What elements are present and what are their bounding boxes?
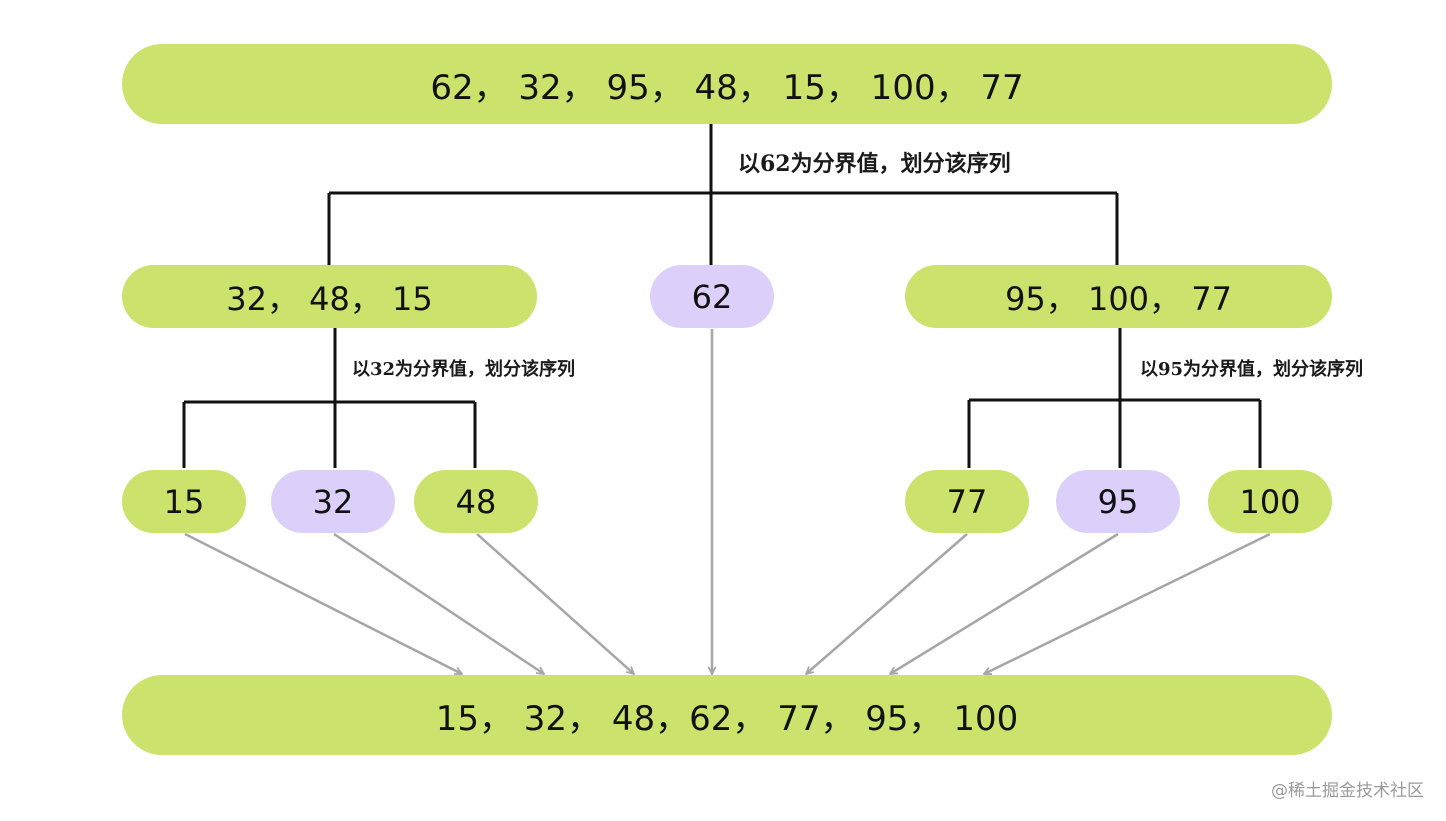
pivot-text-95: 95 (1097, 482, 1139, 521)
pivot-text-62: 62 (691, 277, 733, 316)
sorted-result-text: 15， 32， 48，62， 77， 95， 100 (435, 698, 1019, 739)
merge-arrow (890, 532, 1119, 676)
merge-arrow (184, 532, 462, 676)
right-partition-text: 95， 100， 77 (1005, 279, 1232, 318)
leaf-box-15: 15 (122, 470, 246, 533)
pivot-box-32: 32 (271, 470, 395, 533)
leaf-text: 100 (1239, 482, 1301, 521)
leaf-box-100: 100 (1208, 470, 1332, 533)
left-split-lines (182, 328, 477, 468)
root-split-label: 以62为分界值，划分该序列 (738, 151, 1011, 177)
right-partition-box: 95， 100， 77 (905, 265, 1332, 328)
watermark: @稀土掘金技术社区 (1271, 781, 1424, 801)
leaf-text: 48 (455, 482, 497, 521)
left-split-label: 以32为分界值，划分该序列 (352, 359, 576, 380)
sorted-result-box: 15， 32， 48，62， 77， 95， 100 (122, 675, 1332, 755)
pivot-box-62: 62 (650, 265, 774, 328)
root-split-lines (327, 124, 1119, 265)
leaf-text: 77 (946, 482, 988, 521)
merge-arrow (333, 532, 544, 674)
leaf-box-77: 77 (905, 470, 1029, 533)
left-partition-box: 32， 48， 15 (122, 265, 537, 328)
pivot-box-95: 95 (1056, 470, 1180, 533)
left-partition-text: 32， 48， 15 (226, 279, 433, 318)
leaf-text: 15 (163, 482, 205, 521)
root-sequence-box: 62， 32， 95， 48， 15， 100， 77 (122, 44, 1332, 124)
leaf-box-48: 48 (414, 470, 538, 533)
right-split-label: 以95为分界值，划分该序列 (1140, 359, 1364, 380)
root-sequence-text: 62， 32， 95， 48， 15， 100， 77 (430, 67, 1024, 108)
merge-arrow (806, 533, 968, 674)
merge-arrow (476, 533, 634, 674)
merge-arrow (984, 532, 1271, 676)
right-split-lines (967, 328, 1262, 468)
merge-arrows (184, 329, 1271, 676)
pivot-text-32: 32 (312, 482, 354, 521)
